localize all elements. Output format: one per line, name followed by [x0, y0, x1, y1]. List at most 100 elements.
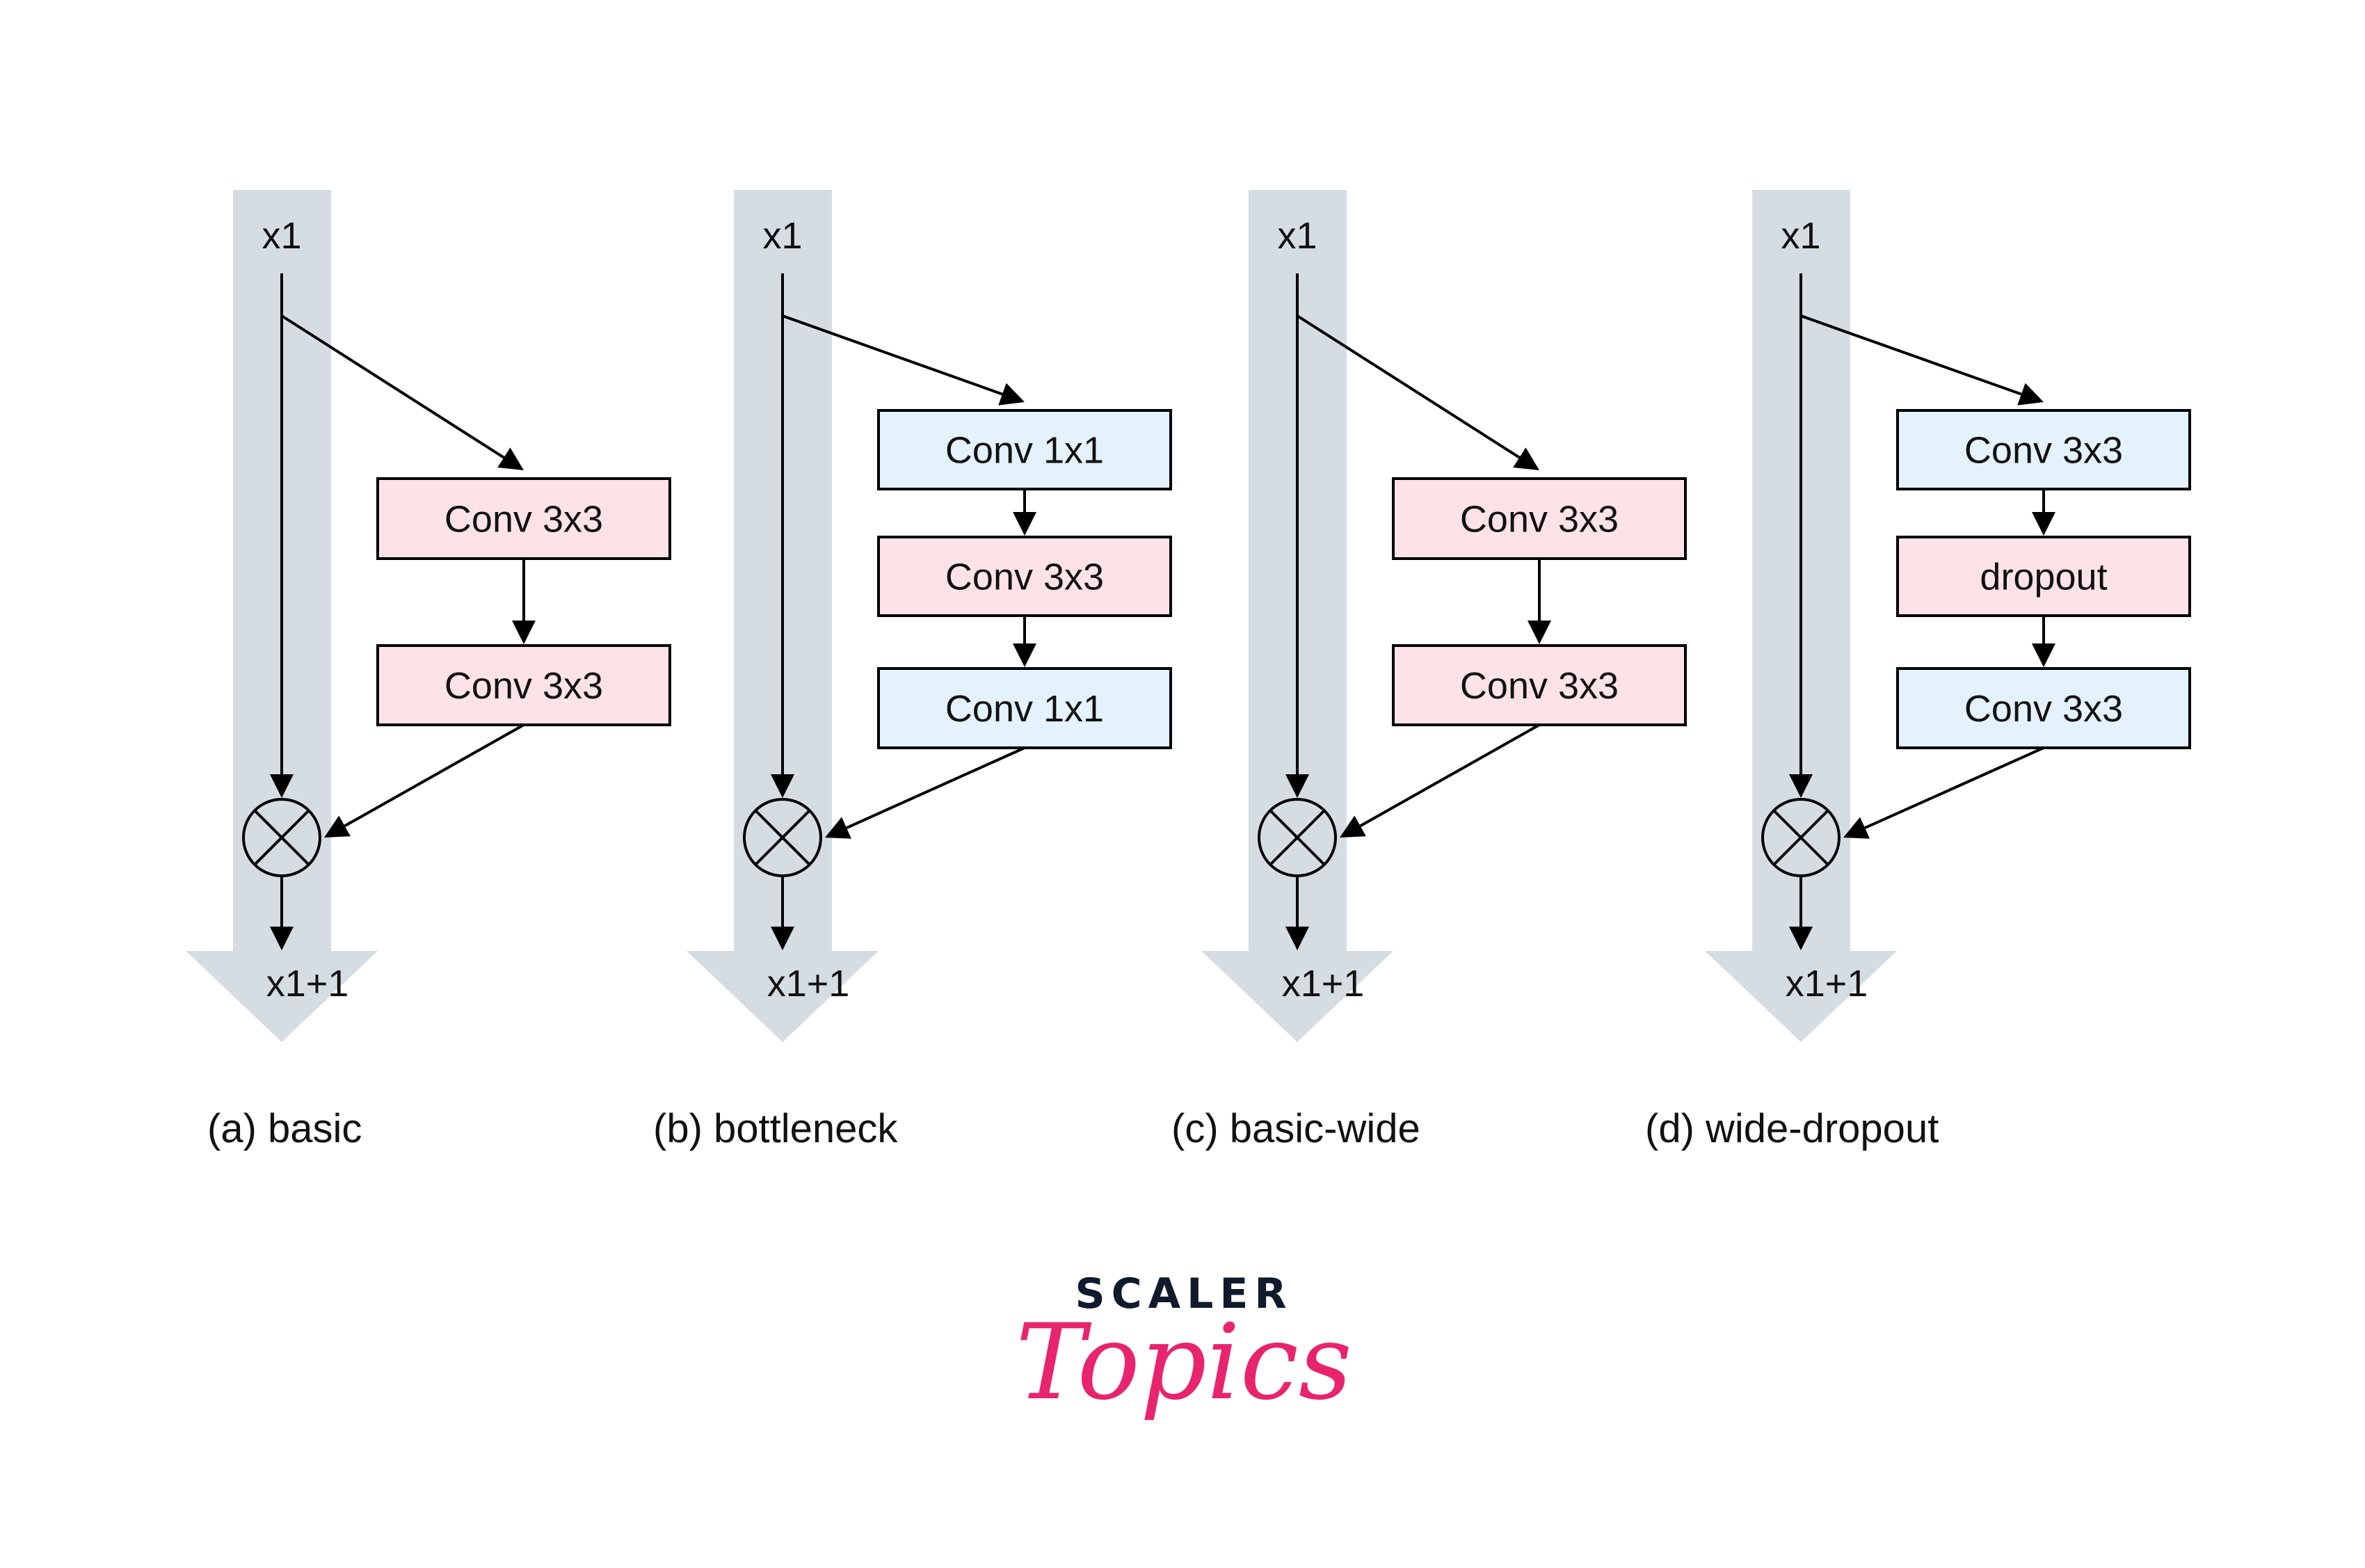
layer-block: dropout — [1896, 536, 2191, 617]
output-arrow — [1789, 876, 1813, 950]
output-arrow — [771, 876, 794, 950]
identity-path-arrow — [1789, 273, 1813, 798]
layer-block: Conv 1x1 — [877, 409, 1172, 490]
layer-flow-arrow — [1528, 559, 1551, 644]
residual-merge-arrow — [1340, 723, 1540, 838]
identity-path-arrow-head — [1789, 774, 1813, 798]
layer-block: Conv 3x3 — [877, 536, 1172, 617]
logo-topics-text: Topics — [1016, 1302, 1352, 1423]
merge-cross-2 — [754, 809, 811, 866]
panel-caption: (a) basic — [207, 1106, 362, 1151]
output-label: x1+1 — [1786, 963, 1868, 1005]
output-arrow-head — [771, 927, 794, 950]
panel-caption: (b) bottleneck — [653, 1106, 898, 1151]
residual-merge-arrow — [825, 746, 1025, 839]
branch-arrow-shaft — [782, 314, 1003, 396]
input-label: x1 — [762, 215, 802, 257]
identity-path-arrow — [270, 273, 294, 798]
branch-arrow-head — [1513, 447, 1539, 470]
output-arrow — [1285, 876, 1309, 950]
logo-brand-text: SCALER — [1075, 1270, 1292, 1318]
circle-times-icon — [1761, 798, 1841, 877]
layer-box — [877, 667, 1172, 749]
residual-merge-arrow-shaft — [1864, 746, 2044, 829]
layer-flow-arrow-head — [512, 621, 536, 644]
merge-cross-2 — [253, 809, 310, 866]
branch-arrow — [280, 314, 524, 470]
identity-path-arrow-head — [771, 774, 794, 798]
branch-arrow-head — [497, 447, 524, 470]
layer-label: Conv 1x1 — [945, 688, 1104, 730]
layer-label: Conv 3x3 — [945, 557, 1104, 598]
layer-flow-arrow — [1013, 489, 1036, 536]
input-label: x1 — [1277, 215, 1317, 257]
identity-path-arrow-head — [270, 774, 294, 798]
residual-merge-arrow-head — [324, 815, 351, 838]
layer-block: Conv 3x3 — [1896, 409, 2191, 490]
layer-block: Conv 3x3 — [376, 477, 671, 560]
branch-arrow-head — [2017, 383, 2044, 406]
identity-path-arrow — [771, 273, 794, 798]
layer-label: Conv 3x3 — [1964, 430, 2123, 472]
residual-merge-arrow-shaft — [1359, 723, 1540, 828]
identity-path-arrow-head — [1285, 774, 1309, 798]
output-label: x1+1 — [767, 963, 850, 1005]
layer-box — [376, 477, 671, 560]
branch-arrow — [782, 314, 1025, 406]
merge-cross-2 — [1772, 809, 1829, 866]
layer-flow-arrow-head — [2032, 512, 2055, 536]
layer-box — [877, 409, 1172, 490]
branch-arrow-head — [998, 383, 1025, 406]
layer-flow-arrow-head — [1013, 643, 1036, 667]
layer-label: Conv 1x1 — [945, 430, 1104, 472]
layer-flow-arrow-head — [2032, 643, 2055, 667]
layer-label: Conv 3x3 — [444, 665, 603, 707]
merge-cross-2 — [1269, 809, 1326, 866]
layer-label: Conv 3x3 — [444, 499, 603, 541]
branch-arrow-shaft — [280, 314, 505, 459]
panel-caption: (d) wide-dropout — [1645, 1106, 1939, 1151]
residual-merge-arrow-head — [1843, 817, 1870, 839]
residual-merge-arrow-shaft — [344, 723, 524, 828]
residual-merge-arrow-head — [1340, 815, 1366, 838]
layer-flow-arrow — [2032, 616, 2055, 667]
branch-arrow-shaft — [1800, 314, 2022, 396]
layer-flow-arrow-head — [1528, 621, 1551, 644]
layer-block: Conv 3x3 — [1896, 667, 2191, 749]
input-label: x1 — [1781, 215, 1820, 257]
output-arrow-head — [1285, 927, 1309, 950]
residual-merge-arrow — [1843, 746, 2044, 839]
layer-label: Conv 3x3 — [1460, 665, 1619, 707]
layer-label: dropout — [1980, 557, 2107, 598]
output-arrow-head — [270, 927, 294, 950]
residual-merge-arrow-head — [825, 817, 851, 839]
layer-box — [1392, 477, 1687, 560]
panel-caption: (c) basic-wide — [1171, 1106, 1420, 1151]
layer-flow-arrow — [512, 559, 536, 644]
layer-block: Conv 1x1 — [877, 667, 1172, 749]
output-label: x1+1 — [1282, 963, 1365, 1005]
layer-label: Conv 3x3 — [1460, 499, 1619, 541]
output-label: x1+1 — [266, 963, 349, 1005]
layer-box — [376, 644, 671, 726]
layer-box — [877, 536, 1172, 617]
layer-block: Conv 3x3 — [1392, 644, 1687, 726]
output-arrow — [270, 876, 294, 950]
scaler-topics-logo: SCALER Topics — [1016, 1270, 1352, 1423]
output-arrow-head — [1789, 927, 1813, 950]
layer-box — [1896, 409, 2191, 490]
branch-arrow-shaft — [1296, 314, 1521, 459]
identity-path-arrow — [1285, 273, 1309, 798]
layer-flow-arrow — [2032, 489, 2055, 536]
branch-arrow — [1296, 314, 1539, 470]
layer-block: Conv 3x3 — [1392, 477, 1687, 560]
layer-flow-arrow-head — [1013, 512, 1036, 536]
layer-label: Conv 3x3 — [1964, 688, 2123, 730]
layer-block: Conv 3x3 — [376, 644, 671, 726]
layer-box — [1896, 667, 2191, 749]
